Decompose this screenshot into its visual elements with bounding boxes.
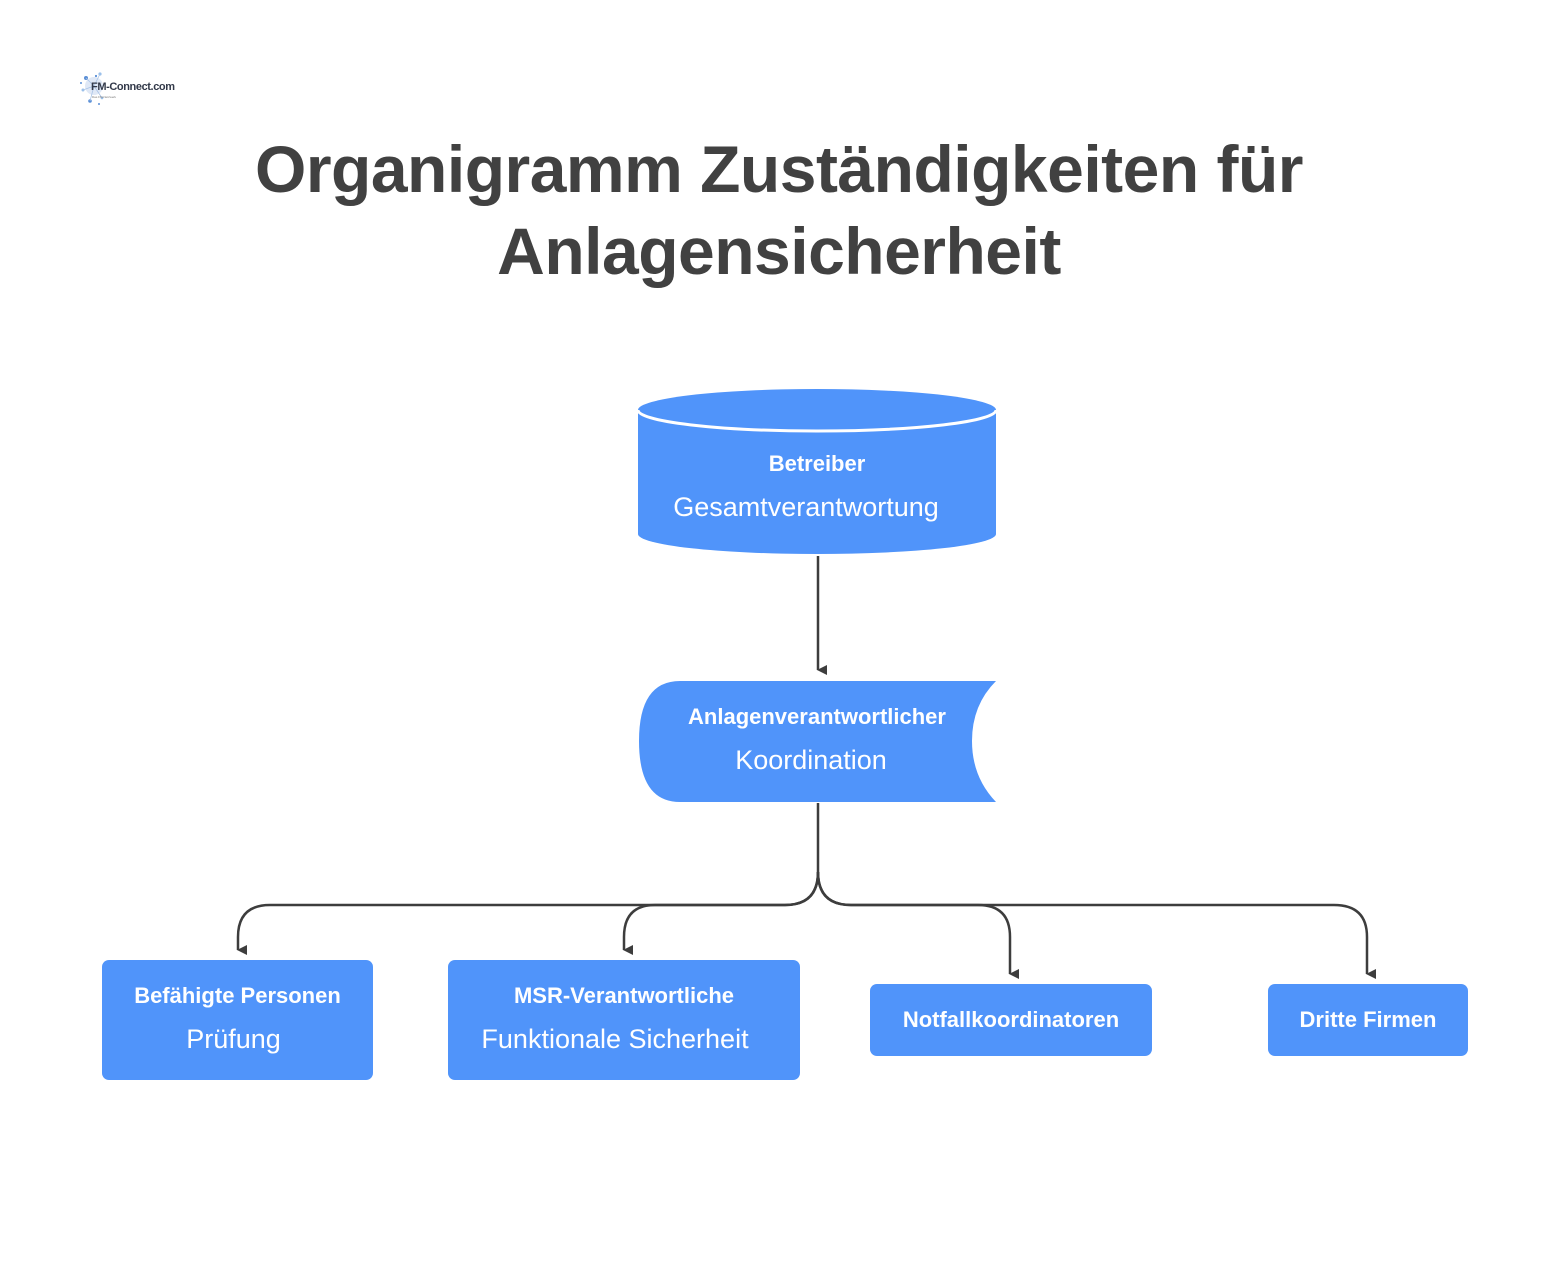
betreiber-role: Gesamtverantwortung [673, 492, 939, 522]
edge-anlagenverantwortlicher-notfall [816, 871, 1019, 979]
edge-anlagenverantwortlicher-msr [622, 871, 820, 955]
fm-connect-logo: FM-Connect.com Das FM-Netzwerk [78, 68, 175, 110]
befaehigte-role: Prüfung [186, 1024, 281, 1054]
logo-text: FM-Connect.com [91, 81, 175, 93]
page-title: Organigramm Zuständigkeiten für Anlagens… [0, 128, 1558, 292]
node-betreiber[interactable] [636, 389, 998, 554]
node-dritte-firmen[interactable] [1268, 984, 1468, 1056]
befaehigte-label: Befähigte Personen Prüfung [102, 982, 373, 1056]
msr-role: Funktionale Sicherheit [481, 1024, 749, 1054]
title-line-1: Organigramm Zuständigkeiten für [255, 132, 1303, 206]
logo-tagline: Das FM-Netzwerk [92, 95, 117, 99]
betreiber-label: Betreiber Gesamtverantwortung [638, 450, 996, 524]
befaehigte-name: Befähigte Personen [134, 983, 341, 1008]
msr-name: MSR-Verantwortliche [513, 983, 735, 1008]
title-line-2: Anlagensicherheit [497, 214, 1061, 288]
msr-label: MSR-Verantwortliche Funktionale Sicherhe… [448, 982, 800, 1056]
logo-burst-icon [80, 72, 104, 105]
betreiber-name: Betreiber [768, 451, 866, 476]
anlagenverantwortlicher-label: Anlagenverantwortlicher Koordination [640, 703, 994, 777]
anlagenverantwortlicher-name: Anlagenverantwortlicher [688, 704, 946, 729]
dritte-name: Dritte Firmen [1299, 1007, 1437, 1032]
notfall-label: Notfallkoordinatoren [870, 1006, 1152, 1034]
notfall-name: Notfallkoordinatoren [902, 1007, 1120, 1032]
edge-anlagenverantwortlicher-befaehigte [236, 803, 820, 955]
dritte-label: Dritte Firmen [1268, 1006, 1468, 1034]
node-msr-verantwortliche[interactable] [448, 960, 800, 1080]
edge-anlagenverantwortlicher-dritte [816, 871, 1376, 979]
anlagenverantwortlicher-role: Koordination [735, 745, 887, 775]
node-notfallkoordinatoren[interactable] [870, 984, 1152, 1056]
node-anlagenverantwortlicher[interactable] [639, 681, 996, 802]
node-befaehigte-personen[interactable] [102, 960, 373, 1080]
